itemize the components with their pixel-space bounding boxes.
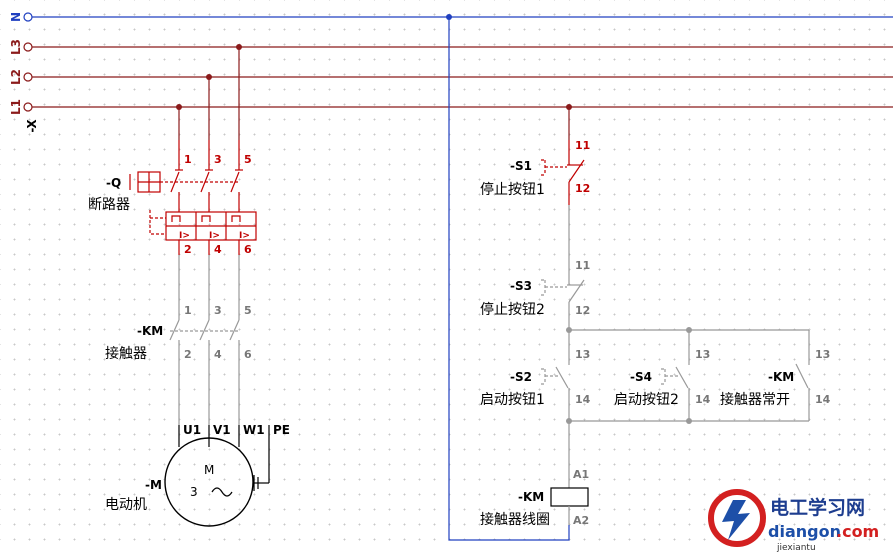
- breaker-label: 断路器: [88, 197, 130, 213]
- s4-term-bottom: 14: [695, 393, 711, 406]
- s3-term-bottom: 12: [575, 304, 590, 317]
- junction-dot: [236, 44, 242, 50]
- bus-prefix-label: -X: [25, 119, 39, 133]
- bus-l2-label: L2: [9, 69, 23, 85]
- motor: M 3 U1 V1 W1 PE -M 电动机: [105, 423, 290, 527]
- motor-label: 电动机: [105, 497, 147, 513]
- motor-phase: 3: [190, 485, 198, 499]
- coil-a1: A1: [573, 468, 589, 481]
- bus-l3-terminal: [23, 42, 33, 52]
- control-circuit: 11 12 -S1 停止按钮1 11 12 -S3 停止按钮2 13 14 -S…: [480, 104, 831, 528]
- motor-tag: -M: [145, 478, 162, 492]
- breaker-tag: -Q: [106, 176, 121, 190]
- coil-icon: [550, 487, 589, 507]
- bus-l2-terminal: [23, 72, 33, 82]
- s3-term-top: 11: [575, 259, 590, 272]
- coil-a2: A2: [573, 514, 589, 527]
- coil-tag: -KM: [518, 490, 544, 504]
- km-aux-term-top: 13: [815, 348, 830, 361]
- motor-letter: M: [204, 463, 214, 477]
- contactor-label: 接触器: [105, 345, 147, 362]
- s4-term-top: 13: [695, 348, 710, 361]
- s2-label: 启动按钮1: [480, 392, 545, 408]
- contactor-main: 1 3 5 2 4 6 -KM 接触器: [105, 304, 252, 425]
- svg-text:I>: I>: [239, 231, 250, 241]
- contactor-term-top-5: 5: [244, 304, 252, 317]
- breaker-term-bottom-2: 2: [184, 243, 192, 256]
- svg-text:I>: I>: [209, 231, 220, 241]
- motor-term-u1: U1: [183, 423, 201, 437]
- s2-term-top: 13: [575, 348, 590, 361]
- breaker-term-top-5: 5: [244, 153, 252, 166]
- watermark-domain-right: .com: [836, 522, 879, 541]
- bus-lines: N L3 L2 L1 -X: [9, 12, 893, 133]
- breaker-term-top-1: 1: [184, 153, 192, 166]
- s4-label: 启动按钮2: [614, 392, 679, 408]
- watermark-logo: 电工学习网 diangon .com jiexiantu: [708, 489, 879, 553]
- s2-term-bottom: 14: [575, 393, 591, 406]
- s3-tag: -S3: [510, 279, 532, 293]
- watermark-sub: jiexiantu: [776, 543, 816, 553]
- s4-tag: -S4: [630, 370, 652, 384]
- contactor-term-bottom-4: 4: [214, 348, 222, 361]
- contactor-term-bottom-6: 6: [244, 348, 252, 361]
- s1-tag: -S1: [510, 159, 532, 173]
- s1-term-bottom: 12: [575, 182, 590, 195]
- breaker-term-bottom-6: 6: [244, 243, 252, 256]
- power-drops: [176, 44, 242, 140]
- km-aux-term-bottom: 14: [815, 393, 831, 406]
- breaker-term-bottom-4: 4: [214, 243, 222, 256]
- motor-term-v1: V1: [213, 423, 231, 437]
- s1-label: 停止按钮1: [480, 181, 545, 198]
- contactor-term-top-1: 1: [184, 304, 192, 317]
- km-aux-tag: -KM: [768, 370, 794, 384]
- junction-dot: [176, 104, 182, 110]
- junction-dot: [206, 74, 212, 80]
- bus-l3-label: L3: [9, 39, 23, 55]
- km-aux-label: 接触器常开: [720, 391, 790, 408]
- neutral-return: [446, 14, 570, 541]
- svg-text:I>: I>: [179, 231, 190, 241]
- bus-n-label: N: [9, 12, 23, 22]
- watermark-domain-left: diangon: [768, 522, 841, 541]
- contactor-term-bottom-2: 2: [184, 348, 192, 361]
- s2-tag: -S2: [510, 370, 532, 384]
- motor-term-pe: PE: [273, 423, 290, 437]
- coil-label: 接触器线圈: [480, 511, 550, 528]
- motor-term-w1: W1: [243, 423, 265, 437]
- motor-icon: [164, 437, 254, 527]
- bus-n-terminal: [23, 12, 33, 22]
- breaker-q: I> I> I> 1 3 5 2 4 6 -Q 断路器: [88, 140, 257, 256]
- bus-l1-label: L1: [9, 99, 23, 115]
- breaker-term-top-3: 3: [214, 153, 222, 166]
- s1-term-top: 11: [575, 139, 590, 152]
- wires-to-contactor: [178, 255, 240, 320]
- s3-label: 停止按钮2: [480, 301, 545, 318]
- contactor-term-top-3: 3: [214, 304, 222, 317]
- watermark-title: 电工学习网: [770, 496, 865, 519]
- bus-l1-terminal: [23, 102, 33, 112]
- contactor-tag: -KM: [137, 324, 163, 338]
